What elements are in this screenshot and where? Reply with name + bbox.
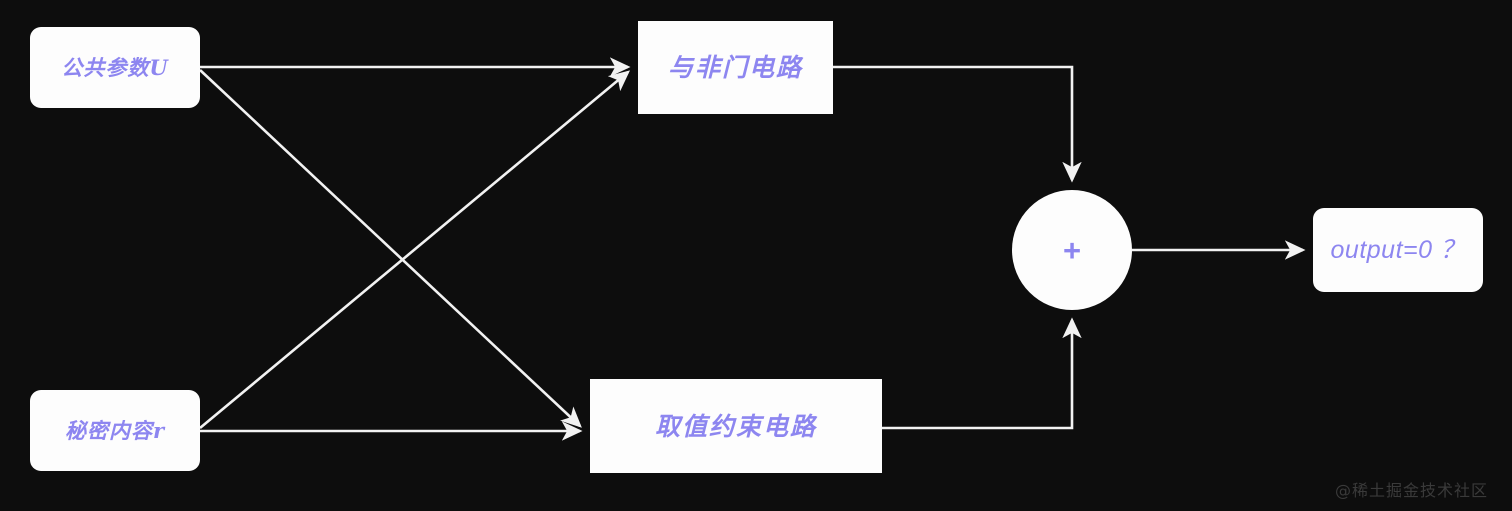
node-secret-content-label: 秘密内容r xyxy=(64,418,166,443)
edge-secret-content-to-nand xyxy=(199,70,630,429)
node-sum[interactable]: + xyxy=(1012,190,1132,310)
node-output-check-label: output=0 ？ xyxy=(1330,235,1466,264)
node-range-constraint-circuit[interactable]: 取值约束电路 xyxy=(590,379,882,473)
node-sum-label: + xyxy=(1062,232,1082,268)
watermark: @稀土掘金技术社区 xyxy=(1334,481,1488,500)
node-public-param[interactable]: 公共参数U xyxy=(30,27,200,108)
node-range-constraint-circuit-label: 取值约束电路 xyxy=(654,411,817,441)
node-public-param-label: 公共参数U xyxy=(61,55,169,80)
edge-nand-to-sum xyxy=(833,65,1082,183)
edge-public-param-to-constraint xyxy=(199,69,582,428)
edge-constraint-to-sum xyxy=(882,317,1082,430)
node-output-check[interactable]: output=0 ？ xyxy=(1313,208,1483,292)
node-nand-circuit[interactable]: 与非门电路 xyxy=(638,21,833,114)
node-nand-circuit-label: 与非门电路 xyxy=(667,53,803,82)
node-secret-content[interactable]: 秘密内容r xyxy=(30,390,200,471)
